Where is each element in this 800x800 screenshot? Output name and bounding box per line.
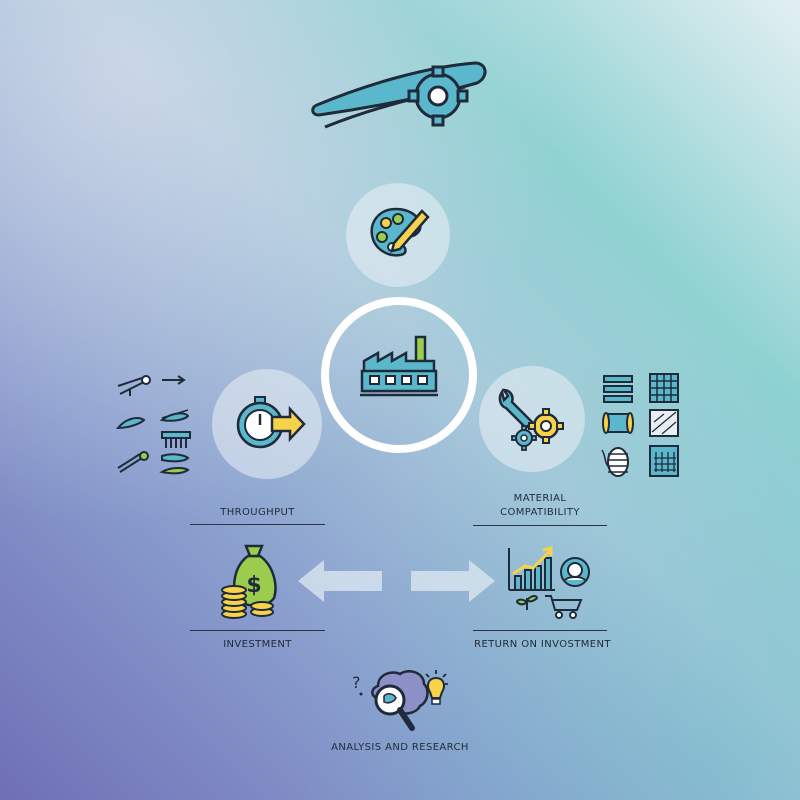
analysis-label: ANALYSIS AND RESEARCH xyxy=(331,742,469,753)
material-rule xyxy=(473,525,607,526)
roi-rule xyxy=(473,630,607,631)
svg-text:?: ? xyxy=(352,673,361,692)
material-label-line1: MATERIAL xyxy=(513,493,567,504)
brain-magnifier-icon: ? xyxy=(352,670,448,731)
money-bag-coins-icon: $ xyxy=(221,544,277,619)
material-swatches-icon xyxy=(601,373,679,477)
material-circle xyxy=(479,366,585,472)
investment-label: INVESTMENT xyxy=(223,639,292,650)
investment-rule xyxy=(190,630,325,631)
factory-icon xyxy=(360,335,438,397)
stopwatch-arrow-icon xyxy=(236,396,306,449)
hair-clip-grid-icon xyxy=(115,375,191,475)
center-ring xyxy=(321,297,477,453)
material-label-line2: COMPATIBILITY xyxy=(500,507,580,518)
left-arrow-icon xyxy=(298,560,382,602)
throughput-label: THROUGHPUT xyxy=(220,507,295,518)
throughput-rule xyxy=(190,524,325,525)
right-arrow-icon xyxy=(411,560,495,602)
palette-pencil-icon xyxy=(370,207,430,257)
growth-chart-icon xyxy=(508,546,590,619)
roi-label: RETURN ON INVOSTMENT xyxy=(474,639,611,650)
svg-text:$: $ xyxy=(246,573,261,598)
hair-clip-gear-icon xyxy=(311,61,487,129)
wrench-gears-icon xyxy=(498,388,564,451)
